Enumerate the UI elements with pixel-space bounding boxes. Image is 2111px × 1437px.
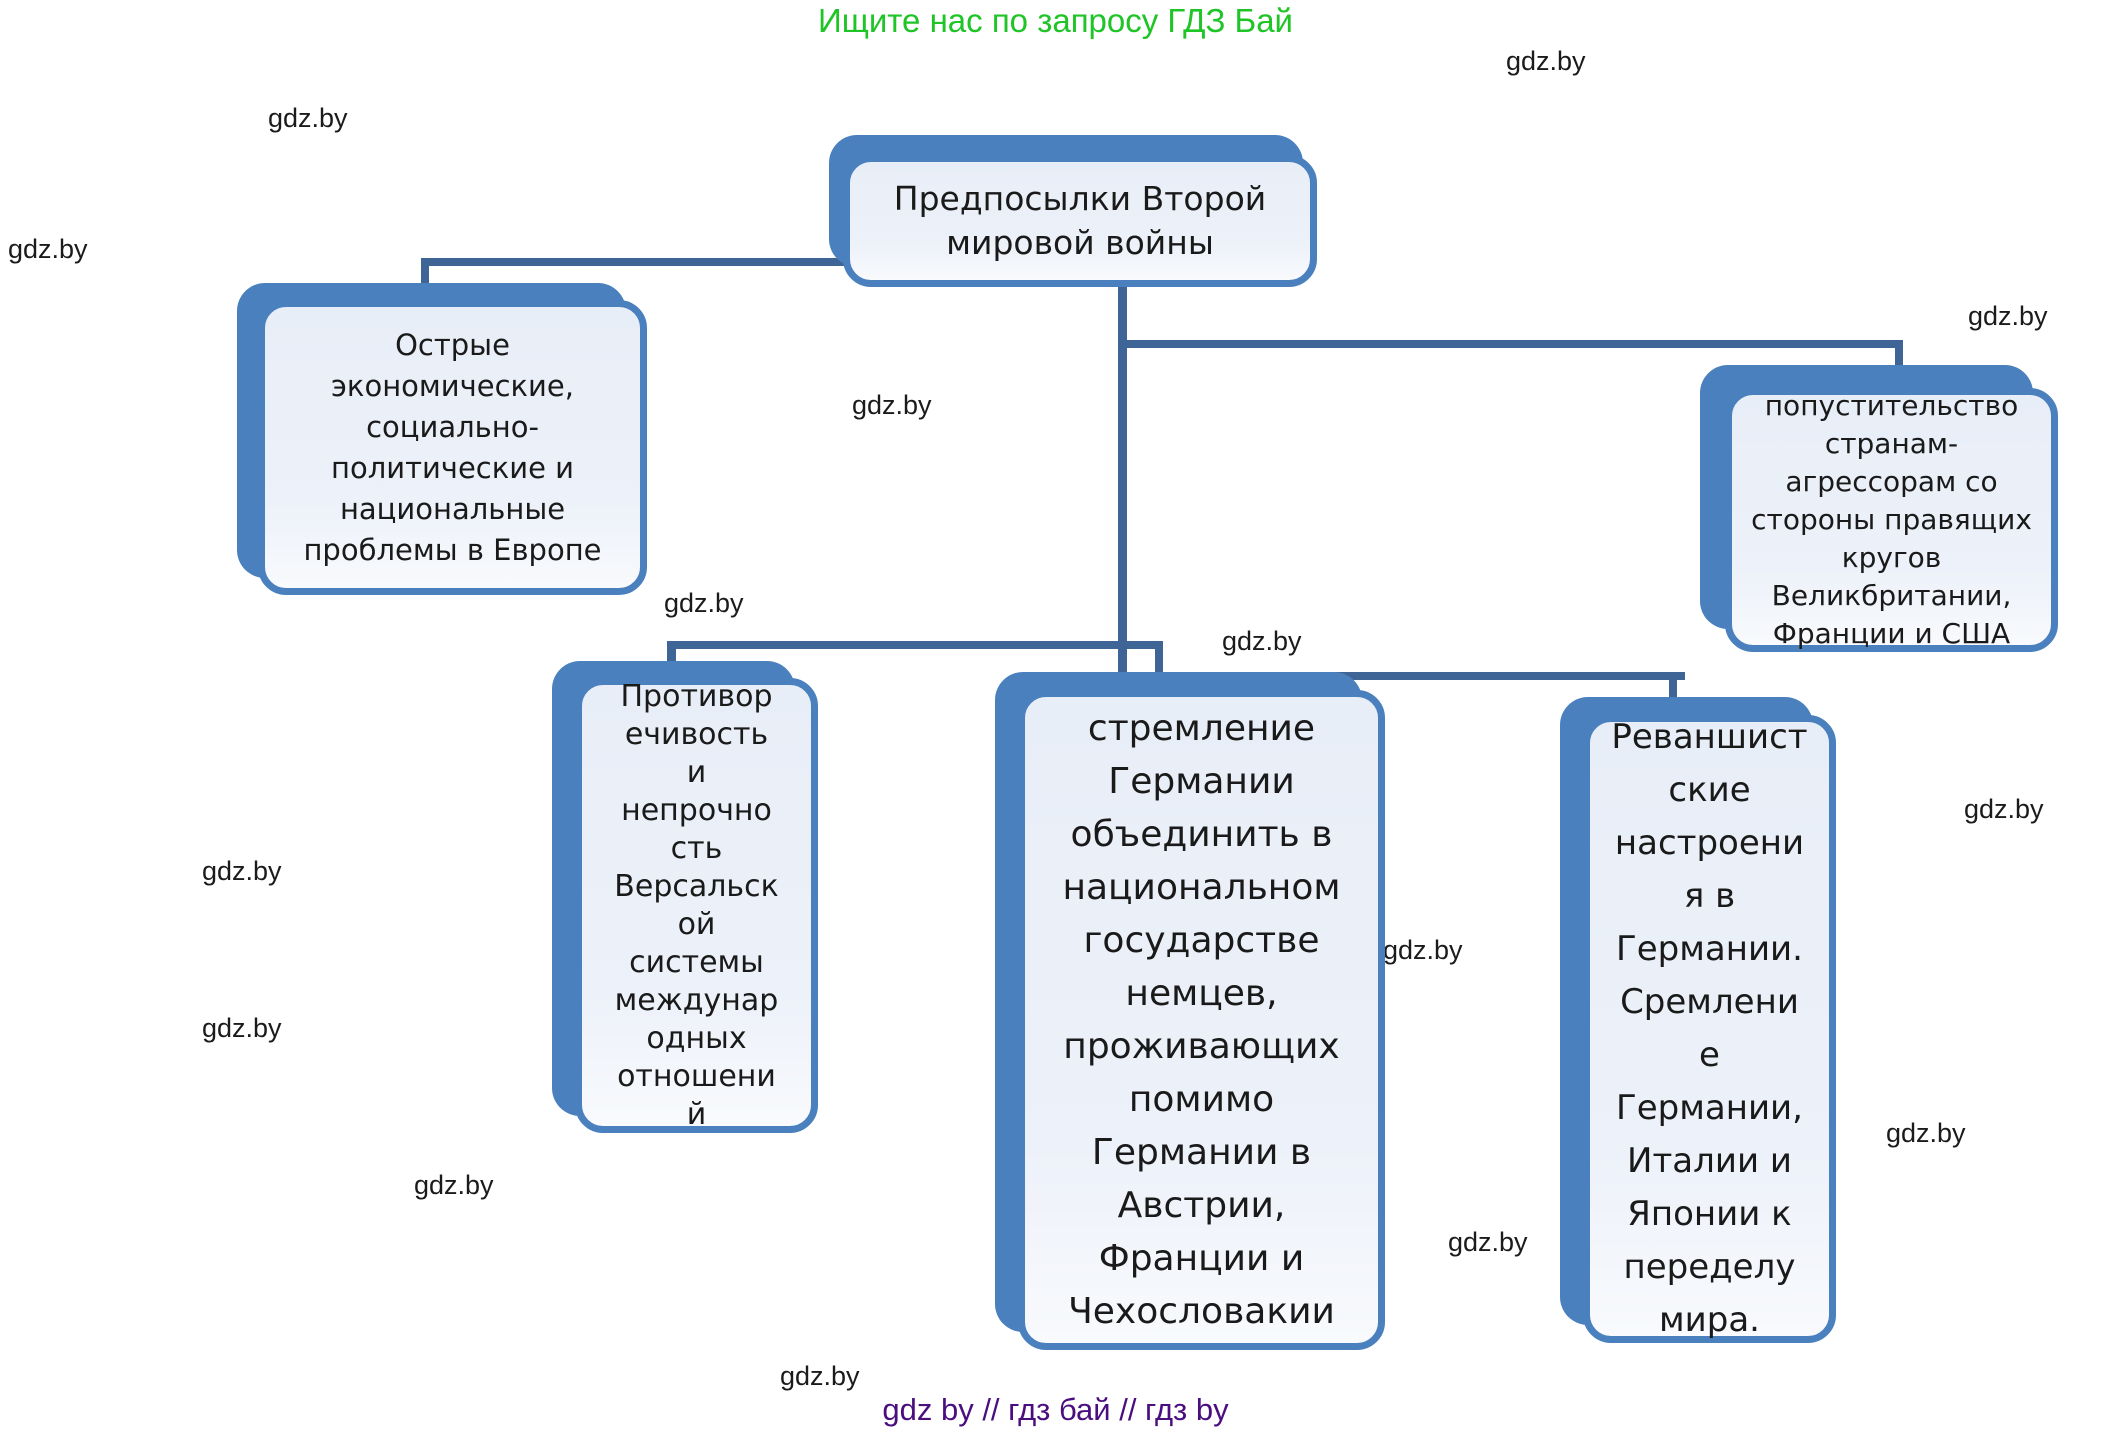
watermark: gdz.by bbox=[414, 1170, 494, 1200]
watermark: gdz.by bbox=[1886, 1118, 1966, 1148]
revanchism-node: Реваншист ские настроени я в Германии. С… bbox=[1583, 715, 1836, 1343]
connector-row2-h bbox=[667, 641, 1163, 649]
watermark: gdz.by bbox=[1448, 1227, 1528, 1257]
connector-trunk bbox=[1118, 283, 1127, 678]
watermark: gdz.by bbox=[1968, 301, 2048, 331]
connector-row2-right-v bbox=[1155, 641, 1163, 691]
root-node: Предпосылки Второй мировой войны bbox=[843, 155, 1317, 287]
watermark: gdz.by bbox=[1222, 626, 1302, 656]
unification-node: стремление Германии объединить в национа… bbox=[1018, 690, 1385, 1350]
watermark: gdz.by bbox=[202, 856, 282, 886]
connector-root-problems-h bbox=[421, 258, 851, 266]
watermark: gdz.by bbox=[1383, 935, 1463, 965]
footer-text: gdz by // гдз бай // гдз by bbox=[882, 1392, 1229, 1427]
watermark: gdz.by bbox=[1506, 46, 1586, 76]
problems-node-label: Острые экономические, социально- политич… bbox=[303, 327, 602, 567]
connivance-node: попустительство странам- агрессорам со с… bbox=[1725, 388, 2058, 652]
connector-root-problems-v bbox=[421, 258, 429, 298]
revanchism-node-label: Реваншист ские настроени я в Германии. С… bbox=[1611, 717, 1808, 1340]
connector-revanchism-h bbox=[1122, 672, 1685, 680]
watermark: gdz.by bbox=[8, 234, 88, 264]
root-node-label: Предпосылки Второй мировой войны bbox=[893, 179, 1267, 262]
connector-root-connivance-h bbox=[1122, 340, 1903, 348]
problems-node: Острые экономические, социально- политич… bbox=[258, 300, 647, 595]
watermark: gdz.by bbox=[268, 103, 348, 133]
watermark: gdz.by bbox=[664, 588, 744, 618]
versailles-node-label: Противор ечивость и непрочно сть Версаль… bbox=[614, 678, 779, 1132]
versailles-node: Противор ечивость и непрочно сть Версаль… bbox=[575, 678, 818, 1133]
unification-node-label: стремление Германии объединить в национа… bbox=[1062, 708, 1341, 1332]
watermark: gdz.by bbox=[780, 1361, 860, 1391]
promo-header: Ищите нас по запросу ГДЗ Бай bbox=[818, 2, 1293, 39]
connector-revanchism-v bbox=[1669, 672, 1677, 717]
watermark: gdz.by bbox=[852, 390, 932, 420]
watermark: gdz.by bbox=[1964, 794, 2044, 824]
watermark: gdz.by bbox=[202, 1013, 282, 1043]
connivance-node-label: попустительство странам- агрессорам со с… bbox=[1751, 389, 2032, 650]
